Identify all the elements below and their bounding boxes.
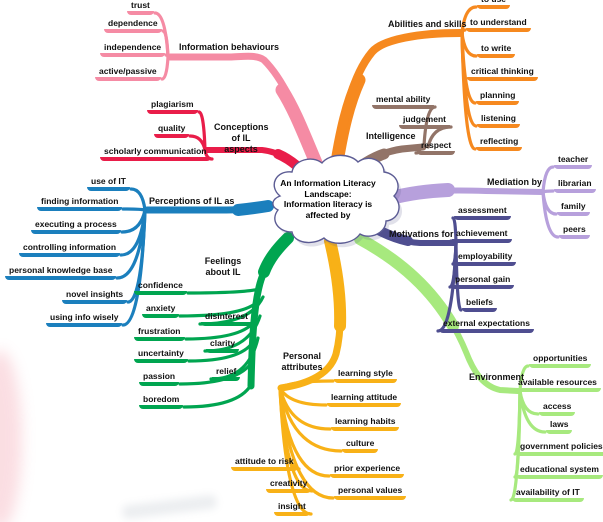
center-topic: An Information Literacy Landscape: Infor…	[280, 178, 376, 220]
node-confidence: confidence	[134, 280, 187, 295]
branch-connector	[161, 29, 170, 59]
node-judgement: judgement	[399, 114, 450, 129]
node-uncertainty: uncertainty	[134, 348, 188, 363]
node-personal-values: personal values	[334, 485, 407, 500]
node-insight: insight	[274, 501, 310, 516]
branch-connector	[278, 379, 335, 390]
branch-connector	[182, 383, 253, 409]
node-independence: independence	[100, 42, 166, 57]
node-passion: passion	[139, 371, 180, 386]
node-opportunities: opportunities	[529, 353, 592, 368]
node-achievement: achievement	[452, 228, 512, 243]
node-availability-of-it: availability of IT	[512, 487, 584, 502]
branch-connector	[278, 386, 343, 453]
node-government-policies: government policies	[516, 441, 603, 456]
node-personal-gain: personal gain	[451, 274, 515, 289]
node-creativity: creativity	[266, 478, 312, 493]
branch-label-mediation: Mediation by	[487, 177, 543, 187]
node-librarian: librarian	[554, 178, 596, 193]
node-learning-attitude: learning attitude	[327, 392, 402, 407]
branch-connector	[187, 340, 255, 363]
node-personal-knowledge-base: personal knowledge base	[5, 265, 117, 280]
node-critical-thinking: critical thinking	[467, 66, 538, 81]
node-to-write: to write	[477, 43, 516, 58]
node-anxiety: anxiety	[142, 303, 180, 318]
branch-connector	[197, 110, 207, 152]
branch-connector	[188, 134, 207, 152]
cloud-outline	[272, 154, 400, 244]
branch-connector	[186, 287, 261, 295]
node-scholarly-communication: scholarly communication	[100, 146, 211, 161]
node-educational-system: educational system	[516, 464, 603, 479]
node-learning-style: learning style	[334, 368, 397, 383]
node-available-resources: available resources	[514, 377, 601, 392]
node-trust: trust	[127, 0, 154, 15]
branch-connector	[422, 105, 437, 148]
node-disinterest: disinterest	[201, 311, 252, 326]
branch-connector	[541, 165, 555, 194]
branch-connector	[451, 216, 458, 245]
branch-connector	[541, 190, 560, 239]
node-controlling-information: controlling information	[19, 242, 121, 257]
branch-path-perceptions	[143, 202, 272, 214]
branch-path-environment	[357, 236, 521, 394]
node-clarity: clarity	[206, 338, 240, 353]
node-learning-habits: learning habits	[331, 416, 400, 431]
branch-connector	[518, 364, 530, 393]
node-peers: peers	[559, 224, 590, 239]
node-finding-information: finding information	[37, 196, 123, 211]
branch-connector	[160, 55, 170, 81]
branch-label-personal: Personal attributes	[281, 351, 323, 372]
branch-label-intelligence: Intelligence	[366, 131, 416, 141]
node-using-info-wisely: using info wisely	[46, 312, 123, 327]
node-executing-a-process: executing a process	[31, 219, 121, 234]
node-active-passive: active/passive	[95, 66, 161, 81]
node-respect: respect	[417, 140, 456, 155]
node-boredom: boredom	[139, 394, 184, 409]
branch-label-information-behaviours: Information behaviours	[179, 42, 280, 52]
node-employability: employability	[454, 251, 517, 266]
node-planning: planning	[476, 90, 520, 105]
branch-label-conceptions: Conceptions of IL aspects	[214, 122, 269, 154]
node-prior-experience: prior experience	[330, 463, 405, 478]
node-novel-insights: novel insights	[62, 289, 128, 304]
node-to-understand: to understand	[466, 17, 531, 32]
node-laws: laws	[546, 419, 573, 434]
branch-connector	[184, 320, 256, 341]
branch-connector	[460, 5, 478, 35]
node-beliefs: beliefs	[462, 297, 497, 312]
node-quality: quality	[154, 123, 190, 138]
branch-connector	[178, 301, 258, 318]
branch-label-motivations: Motivations for	[389, 229, 454, 239]
branch-label-environment: Environment	[469, 372, 525, 382]
node-frustration: frustration	[134, 326, 185, 341]
node-listening: listening	[477, 113, 520, 128]
branch-connector	[129, 187, 147, 212]
branch-path-mediation	[384, 187, 545, 200]
node-reflecting: reflecting	[476, 136, 523, 151]
branch-connector	[121, 208, 147, 327]
node-external-expectations: external expectations	[439, 318, 534, 333]
node-use-of-it: use of IT	[87, 176, 130, 191]
branch-path-information-behaviours	[166, 52, 324, 176]
branch-label-abilities: Abilities and skills	[388, 19, 467, 29]
node-mental-ability: mental ability	[372, 94, 435, 109]
branch-connector	[460, 31, 477, 151]
node-teacher: teacher	[554, 154, 593, 169]
node-family: family	[557, 201, 590, 216]
branch-label-perceptions: Perceptions of IL as	[149, 196, 235, 206]
node-relief: relief	[212, 366, 241, 381]
node-access: access	[539, 401, 576, 416]
node-to-use: to use	[477, 0, 511, 9]
branch-path-abilities	[333, 29, 464, 166]
node-plagiarism: plagiarism	[147, 99, 198, 114]
node-attitude-to-risk: attitude to risk	[231, 456, 298, 471]
node-culture: culture	[342, 438, 379, 453]
branch-label-feelings: Feelings about IL	[204, 256, 242, 277]
node-assessment: assessment	[454, 205, 511, 220]
node-dependence: dependence	[104, 18, 162, 33]
